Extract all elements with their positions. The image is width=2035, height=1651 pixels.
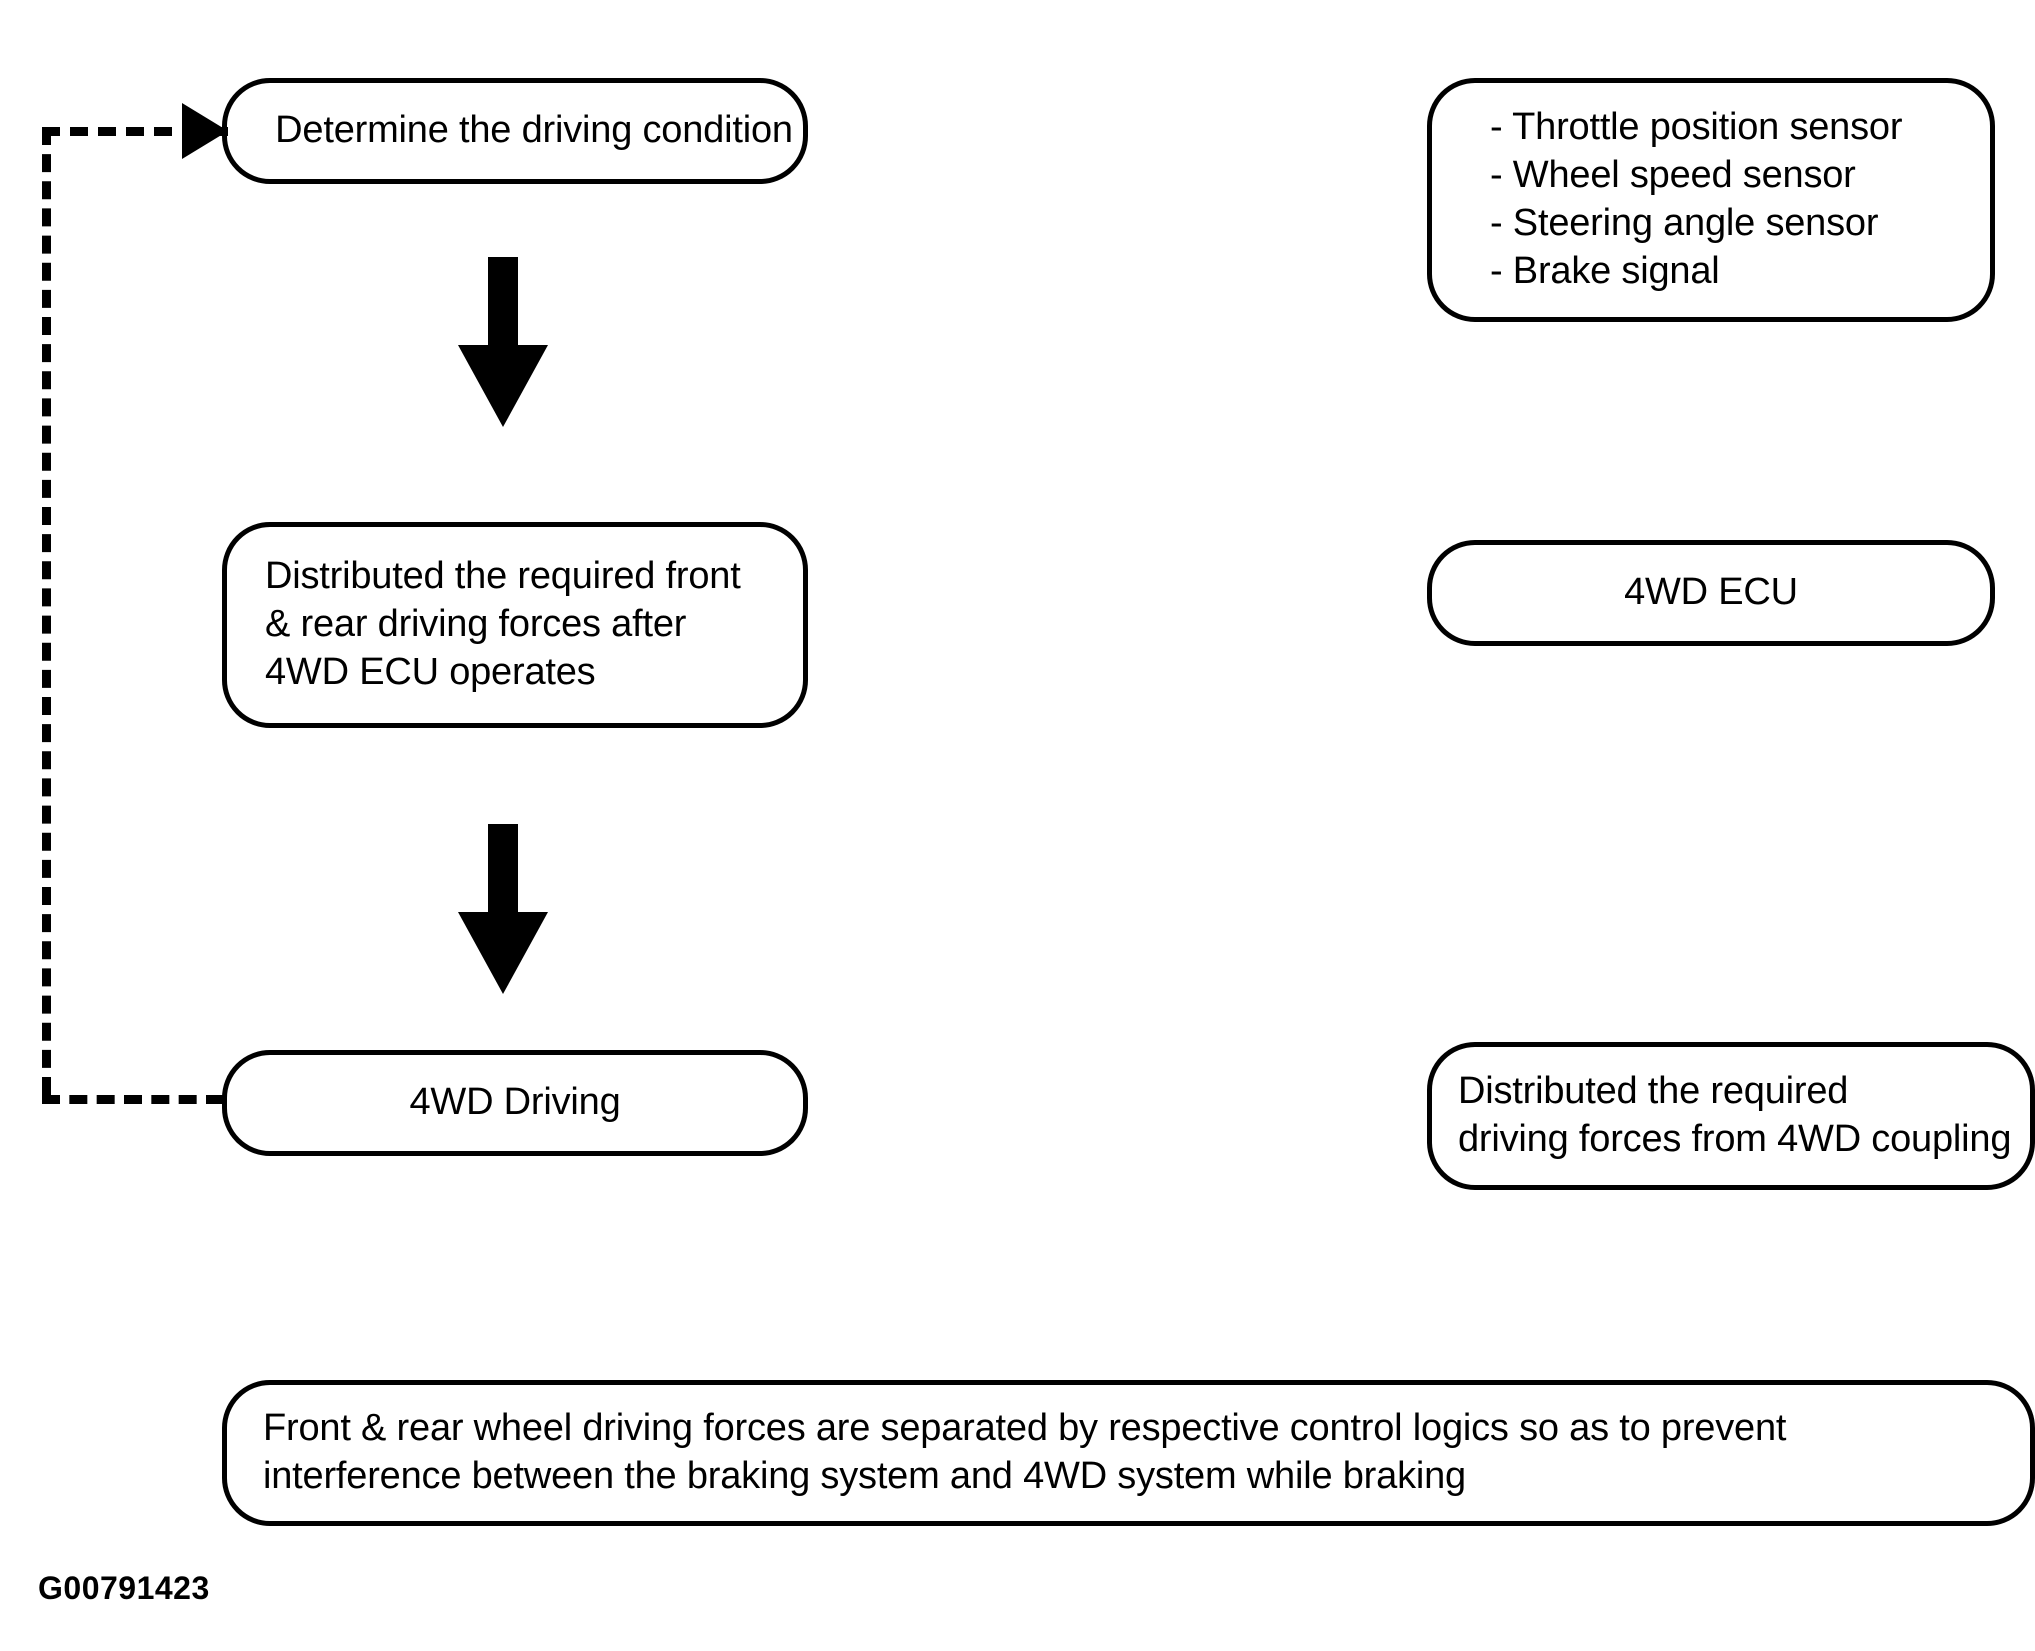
sensor-list-item-1: - Throttle position sensor	[1490, 106, 1903, 149]
figure-id-label: G00791423	[38, 1570, 210, 1606]
feedback-line-bottom-segment	[42, 1095, 224, 1104]
annotation-node-4wd-ecu-label: 4WD ECU	[1624, 571, 1798, 614]
flow-node-4wd-driving[interactable]: 4WD Driving	[222, 1050, 808, 1156]
arrow-head	[458, 345, 548, 427]
feedback-line-top-segment	[42, 127, 228, 136]
arrow-shaft	[488, 824, 518, 912]
feedback-line-left-segment	[42, 127, 51, 1095]
summary-note-line-2: interference between the braking system …	[263, 1455, 1466, 1497]
summary-note-line-1: Front & rear wheel driving forces are se…	[263, 1407, 1787, 1450]
flow-node-determine-driving-condition[interactable]: Determine the driving condition	[222, 78, 808, 184]
flow-node-distribute-label-line-1: Distributed the required front	[265, 555, 741, 598]
flow-node-distribute-driving-forces[interactable]: Distributed the required front & rear dr…	[222, 522, 808, 728]
annotation-node-4wd-ecu[interactable]: 4WD ECU	[1427, 540, 1995, 646]
sensor-list-item-4: - Brake signal	[1490, 249, 1720, 292]
annotation-node-4wd-coupling-output[interactable]: Distributed the required driving forces …	[1427, 1042, 2035, 1190]
flow-node-distribute-label-line-3: 4WD ECU operates	[265, 650, 596, 693]
sensor-list-item-2: - Wheel speed sensor	[1490, 154, 1856, 197]
arrow-shaft	[488, 257, 518, 345]
sensor-list-item-3: - Steering angle sensor	[1490, 202, 1879, 244]
flow-node-determine-label: Determine the driving condition	[275, 109, 793, 152]
summary-note[interactable]: Front & rear wheel driving forces are se…	[222, 1380, 2035, 1526]
annotation-coupling-label-line-1: Distributed the required	[1458, 1070, 1849, 1113]
dashed-feedback-arrow-icon	[182, 103, 228, 159]
down-arrow-icon-2	[458, 824, 548, 994]
arrow-head	[458, 912, 548, 994]
flow-node-4wd-driving-label: 4WD Driving	[409, 1081, 621, 1124]
down-arrow-icon-1	[458, 257, 548, 427]
annotation-coupling-label-line-2: driving forces from 4WD coupling	[1458, 1118, 2012, 1160]
annotation-node-input-sensors[interactable]: - Throttle position sensor - Wheel speed…	[1427, 78, 1995, 322]
flow-node-distribute-label-line-2: & rear driving forces after	[265, 603, 687, 646]
